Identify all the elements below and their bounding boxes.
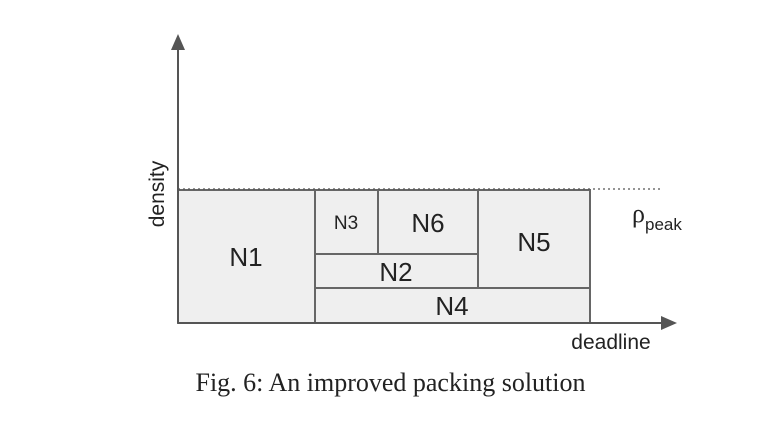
peak-density-subscript: peak <box>645 215 682 234</box>
y-axis-arrowhead <box>171 34 185 50</box>
block-n4-label: N4 <box>435 291 468 321</box>
peak-density-label: ρpeak <box>632 199 682 234</box>
x-axis-label: deadline <box>571 331 650 354</box>
x-axis-arrowhead <box>661 316 677 330</box>
block-n3 <box>314 189 379 255</box>
block-n5-label: N5 <box>517 227 550 257</box>
block-n5 <box>477 189 591 289</box>
peak-density-symbol: ρ <box>632 199 645 228</box>
block-n4 <box>314 287 591 324</box>
block-n6-label: N6 <box>411 208 444 238</box>
block-n1 <box>177 189 316 324</box>
block-n3-label: N3 <box>334 213 358 234</box>
figure-caption: Fig. 6: An improved packing solution <box>195 368 586 397</box>
block-n1-label: N1 <box>229 242 262 272</box>
y-axis-label: density <box>146 160 169 227</box>
block-n2-label: N2 <box>379 257 412 287</box>
